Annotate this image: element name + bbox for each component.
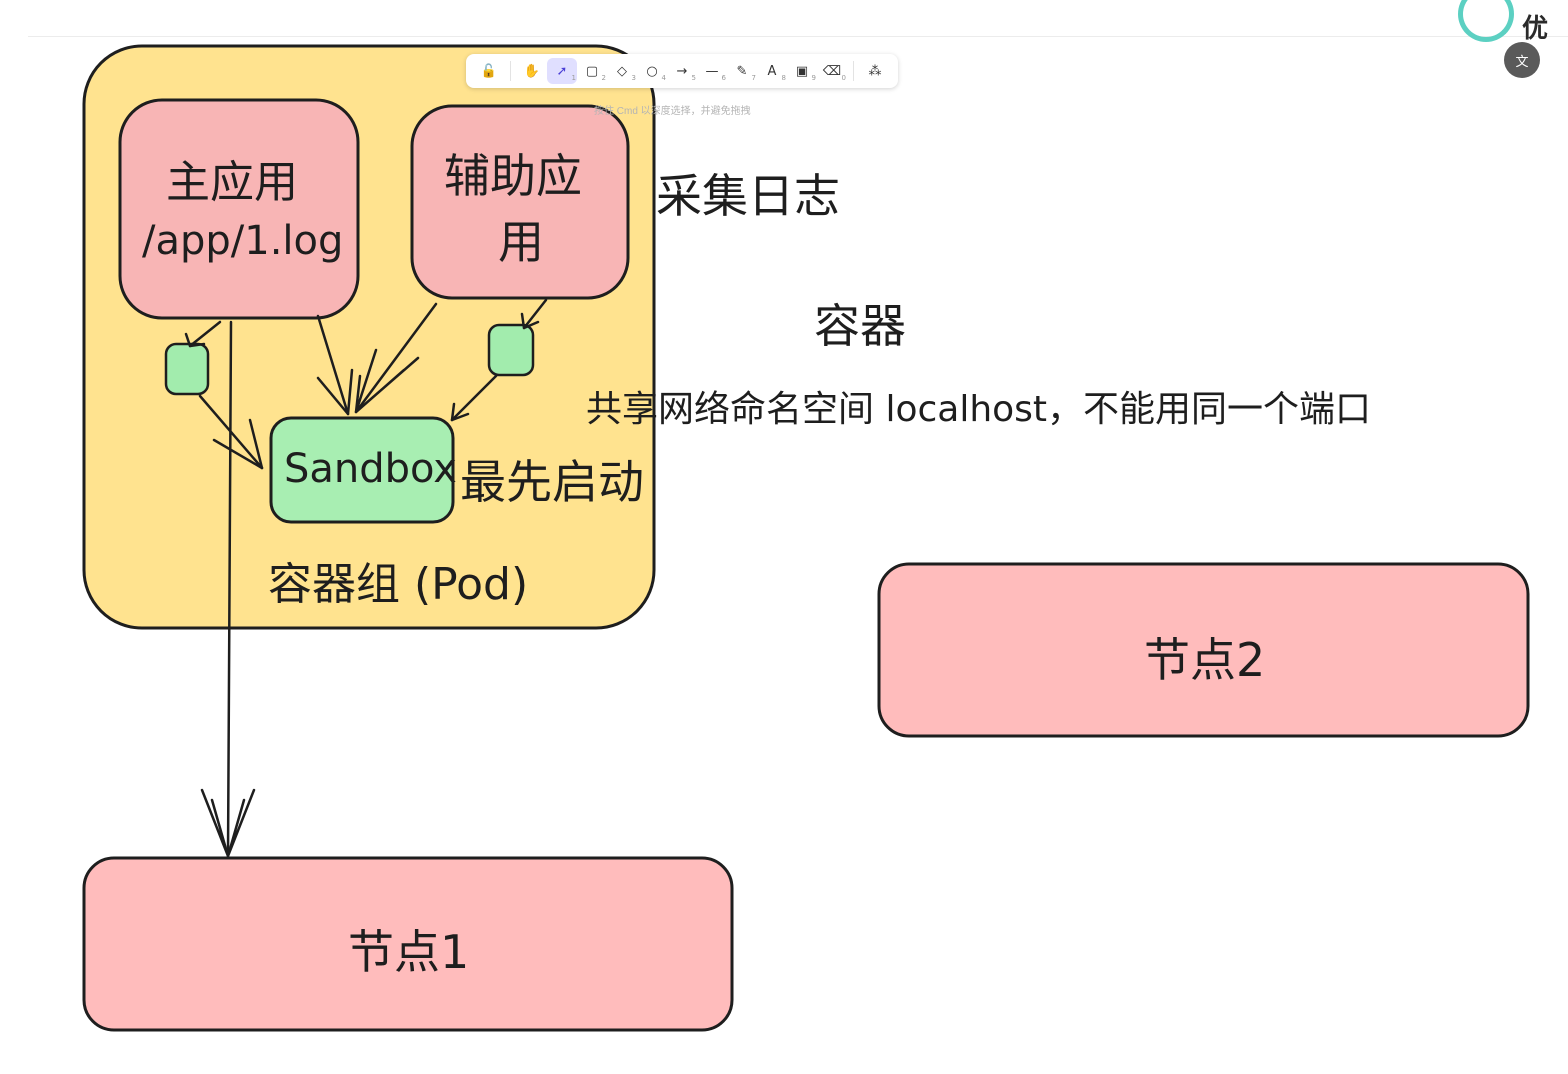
- shortcut-key: 5: [691, 74, 696, 82]
- arrow-main-app-to-node1[interactable]: [226, 320, 233, 858]
- image-icon[interactable]: ▣9: [787, 58, 817, 84]
- lock-glyph: 🔓: [480, 63, 498, 79]
- arrowhead-sandbox-main: [316, 368, 354, 416]
- text-glyph: A: [767, 63, 777, 79]
- shapes-library-icon[interactable]: ⁂: [860, 58, 890, 84]
- diamond-glyph: ◇: [617, 63, 627, 79]
- arrow-helper-app-to-sandbox[interactable]: [354, 302, 438, 414]
- sandbox-label: Sandbox: [284, 446, 457, 492]
- hand-glyph: ✋: [523, 63, 541, 79]
- rectangle-glyph: ▢: [585, 63, 599, 79]
- helper-app-label-line1: 辅助应: [444, 149, 582, 203]
- shortcut-key: 8: [781, 74, 786, 82]
- arrow-glyph: →: [676, 63, 688, 79]
- line-icon[interactable]: —6: [697, 58, 727, 84]
- node-1-box[interactable]: [82, 856, 734, 1032]
- arrow-icon[interactable]: →5: [667, 58, 697, 84]
- arrowhead-node1: [200, 788, 256, 858]
- shared-network-label: 共享网络命名空间 localhost，不能用同一个端口: [586, 389, 1372, 430]
- helper-app-label-line2: 用: [498, 215, 544, 269]
- pod-label: 容器组 (Pod): [268, 559, 529, 610]
- arrow-small-left-to-sandbox[interactable]: [198, 394, 264, 470]
- toolbar-divider: [510, 61, 511, 81]
- main-app-box[interactable]: [118, 98, 360, 320]
- line-glyph: —: [705, 63, 719, 79]
- collect-logs-label: 采集日志: [656, 169, 840, 223]
- diamond-icon[interactable]: ◇3: [607, 58, 637, 84]
- node-2-box[interactable]: [877, 562, 1530, 738]
- sandbox-note: 最先启动: [460, 455, 644, 509]
- shortcut-key: 1: [571, 74, 576, 82]
- pencil-glyph: ✎: [736, 63, 748, 79]
- toolbar-divider: [853, 61, 854, 81]
- shortcut-key: 2: [601, 74, 606, 82]
- shortcut-key: 4: [661, 74, 666, 82]
- translate-glyph: 文: [1515, 54, 1529, 70]
- eraser-icon[interactable]: ⌫0: [817, 58, 847, 84]
- app-logo-text: 优: [1522, 14, 1549, 42]
- arrowhead-sandbox-right: [450, 402, 470, 422]
- helper-app-box[interactable]: [410, 104, 630, 300]
- toolbar-hint: 按住 Cmd 以深度选择，并避免拖拽: [594, 106, 751, 117]
- arrow-small-right-to-sandbox[interactable]: [450, 374, 498, 422]
- main-app-log-path: /app/1.log: [142, 218, 344, 264]
- small-container-box-right[interactable]: [487, 323, 535, 377]
- arrow-main-app-to-small-left[interactable]: [188, 320, 222, 348]
- shapes-library-glyph: ⁂: [868, 63, 882, 79]
- arrow-helper-app-to-small-right[interactable]: [522, 298, 548, 330]
- shortcut-key: 3: [631, 74, 636, 82]
- lock-icon[interactable]: 🔓: [474, 58, 504, 84]
- pencil-icon[interactable]: ✎7: [727, 58, 757, 84]
- arrowhead-sandbox-helper: [354, 348, 420, 414]
- arrowhead-sandbox-left: [212, 418, 264, 470]
- main-app-label: 主应用: [166, 157, 298, 208]
- shortcut-key: 9: [811, 74, 816, 82]
- arrow-main-app-to-sandbox[interactable]: [316, 314, 350, 416]
- rectangle-icon[interactable]: ▢2: [577, 58, 607, 84]
- eraser-glyph: ⌫: [822, 63, 842, 79]
- shortcut-key: 7: [751, 74, 756, 82]
- canvas-top-border: [28, 36, 1568, 37]
- arrowhead-small-right: [520, 312, 540, 330]
- shortcut-key: 6: [721, 74, 726, 82]
- pointer-icon[interactable]: ➚1: [547, 58, 577, 84]
- circle-glyph: ○: [646, 63, 658, 79]
- app-logo-icon: [1458, 0, 1514, 42]
- translate-icon[interactable]: 文: [1504, 42, 1540, 78]
- small-container-box-left[interactable]: [164, 342, 210, 396]
- arrowhead-small-left: [184, 332, 206, 348]
- pointer-glyph: ➚: [556, 63, 568, 79]
- shortcut-key: 0: [841, 74, 846, 82]
- sandbox-box[interactable]: [269, 416, 455, 524]
- hand-icon[interactable]: ✋: [517, 58, 547, 84]
- node-1-label: 节点1: [348, 925, 470, 979]
- container-label: 容器: [814, 299, 906, 353]
- image-glyph: ▣: [795, 63, 809, 79]
- node-2-label: 节点2: [1144, 633, 1266, 687]
- circle-icon[interactable]: ○4: [637, 58, 667, 84]
